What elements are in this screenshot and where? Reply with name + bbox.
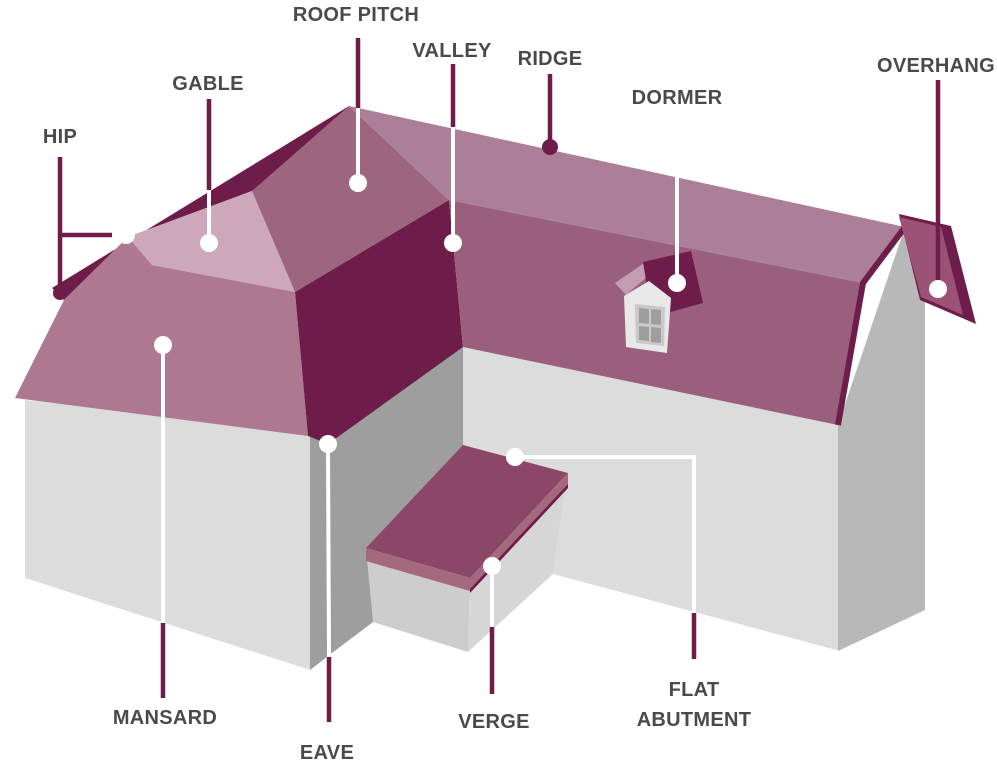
left-wing-back-slope	[52, 106, 349, 300]
label-valley: VALLEY	[412, 40, 492, 62]
label-hip: HIP	[42, 126, 78, 148]
left-wing-front-wall	[25, 400, 310, 670]
porch-flat-roof	[366, 445, 568, 578]
main-roof-upper-slope	[349, 106, 905, 283]
left-wing-upper-slope	[252, 106, 449, 292]
hip-leader-line	[57, 157, 112, 293]
main-house-left-wall	[332, 345, 465, 653]
hip-corner-dot	[53, 286, 67, 300]
hip-dot	[117, 226, 135, 244]
label-roof-pitch: ROOF PITCH	[292, 4, 420, 26]
label-dormer: DORMER	[631, 87, 723, 109]
dormer-dot	[668, 274, 686, 292]
ridge-dot	[542, 139, 558, 155]
left-wing-inner-dark-slope	[295, 200, 463, 444]
marker-dots	[53, 139, 947, 575]
label-eave: EAVE	[299, 742, 355, 764]
label-verge: VERGE	[458, 711, 530, 733]
porch-fascia-front	[366, 548, 470, 591]
eave-leader-line-white	[326, 443, 331, 658]
eave-dot	[319, 435, 337, 453]
overhang-panel	[899, 217, 963, 315]
mansard-dot	[154, 336, 172, 354]
overhang-dot	[929, 280, 947, 298]
roof-pitch-dot	[349, 174, 367, 192]
valley-dot	[444, 234, 462, 252]
gable-edge-trim	[835, 225, 908, 426]
main-house-front-wall	[463, 340, 840, 651]
flat-abutment-leader-line-white	[515, 455, 696, 613]
label-mansard: MANSARD	[112, 707, 218, 729]
gable-dot	[200, 234, 218, 252]
label-gable: GABLE	[172, 73, 244, 95]
label-flat-abutment: FLAT ABUTMENT	[636, 679, 752, 731]
right-end-wall	[838, 227, 925, 651]
dormer-window-panes	[639, 308, 661, 343]
flat-abutment-dot	[506, 448, 524, 466]
label-ridge: RIDGE	[517, 48, 583, 70]
label-overhang: OVERHANG	[877, 55, 995, 77]
verge-dot	[483, 557, 501, 575]
